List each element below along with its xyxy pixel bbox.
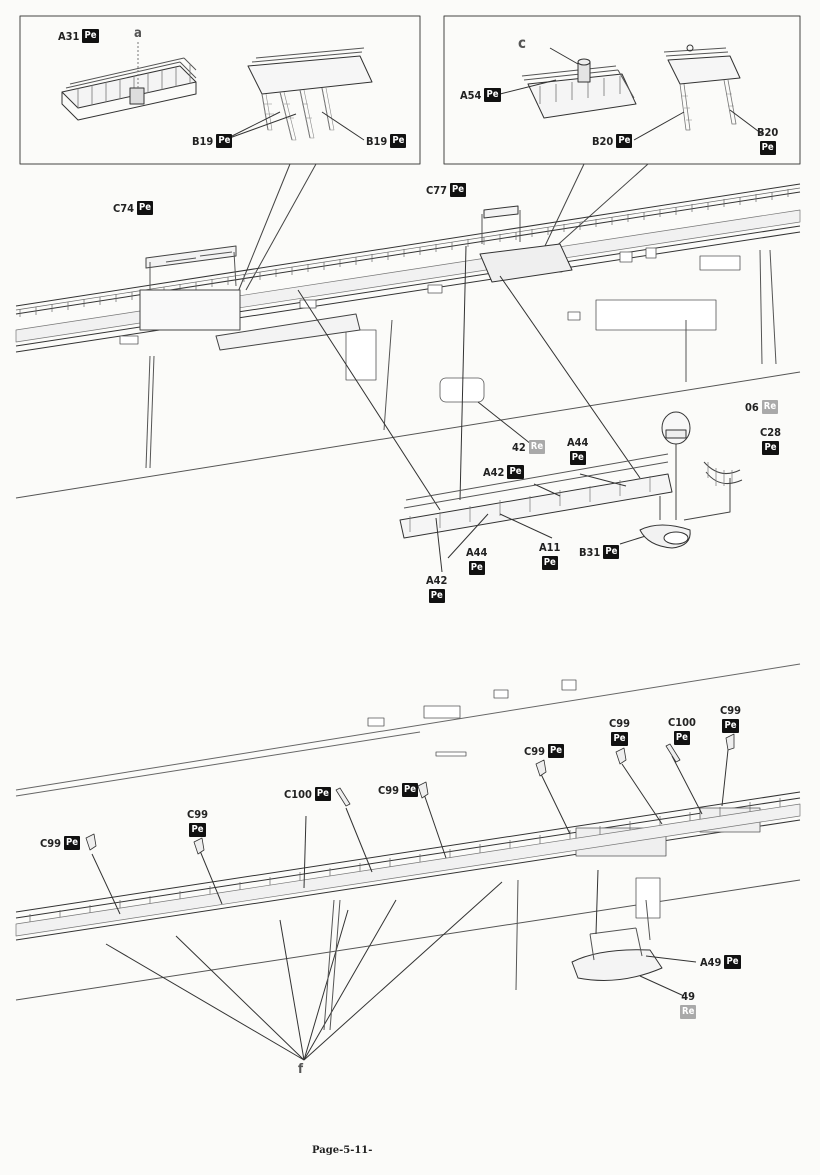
pe-badge: Pe — [64, 836, 81, 850]
pe-badge: Pe — [759, 141, 776, 155]
lower-hull — [15, 663, 801, 1061]
pe-badge: Pe — [507, 465, 524, 479]
pe-badge: Pe — [189, 823, 206, 837]
pe-badge: Pe — [450, 183, 467, 197]
pe-badge: Pe — [428, 589, 445, 603]
pe-badge: Pe — [569, 451, 586, 465]
pe-badge: Pe — [673, 731, 690, 745]
pe-badge: Pe — [724, 955, 741, 969]
pe-badge: Pe — [468, 561, 485, 575]
callout-f: f — [298, 1062, 304, 1077]
pe-badge: Pe — [82, 29, 99, 43]
re-badge: Re — [528, 440, 546, 454]
pe-badge: Pe — [611, 732, 628, 746]
callout-a: a — [134, 26, 142, 41]
pe-badge: Pe — [541, 556, 558, 570]
pe-badge: Pe — [484, 88, 501, 102]
pe-badge: Pe — [402, 783, 419, 797]
upper-hull — [15, 183, 801, 573]
pe-badge: Pe — [314, 787, 331, 801]
pe-badge: Pe — [548, 744, 565, 758]
pe-badge: Pe — [216, 134, 233, 148]
pe-badge: Pe — [762, 441, 779, 455]
pe-badge: Pe — [603, 545, 620, 559]
pe-badge: Pe — [137, 201, 154, 215]
pe-badge: Pe — [722, 719, 739, 733]
pe-badge: Pe — [390, 134, 407, 148]
re-badge: Re — [761, 400, 779, 414]
re-badge: Re — [680, 1005, 697, 1019]
detail-inset-left — [19, 15, 421, 293]
detail-inset-right — [443, 15, 801, 251]
callout-c: c — [518, 34, 526, 52]
page-number: Page-5-11- — [312, 1145, 373, 1156]
pe-badge: Pe — [616, 134, 633, 148]
